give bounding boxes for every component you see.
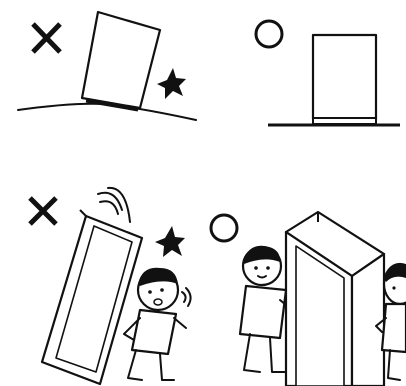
circle-icon (211, 215, 237, 241)
impact-burst-icon (157, 68, 186, 99)
cross-icon (30, 198, 56, 224)
panel-correct-flat-floor (256, 21, 400, 125)
impact-burst-icon (155, 226, 185, 257)
uneven-floor (18, 104, 196, 120)
carried-cabinet (286, 212, 384, 386)
circle-icon (256, 21, 282, 47)
tilted-appliance (82, 12, 160, 110)
panel-wrong-falling-cabinet (30, 188, 191, 384)
panel-wrong-uneven-floor (18, 12, 196, 120)
level-appliance (313, 35, 376, 124)
motion-lines-icon (98, 188, 130, 222)
startled-person (124, 268, 191, 380)
cross-icon (33, 24, 60, 52)
panel-correct-two-person-carry (211, 212, 406, 386)
person-left-carrier (240, 246, 292, 372)
falling-cabinet (42, 210, 142, 384)
